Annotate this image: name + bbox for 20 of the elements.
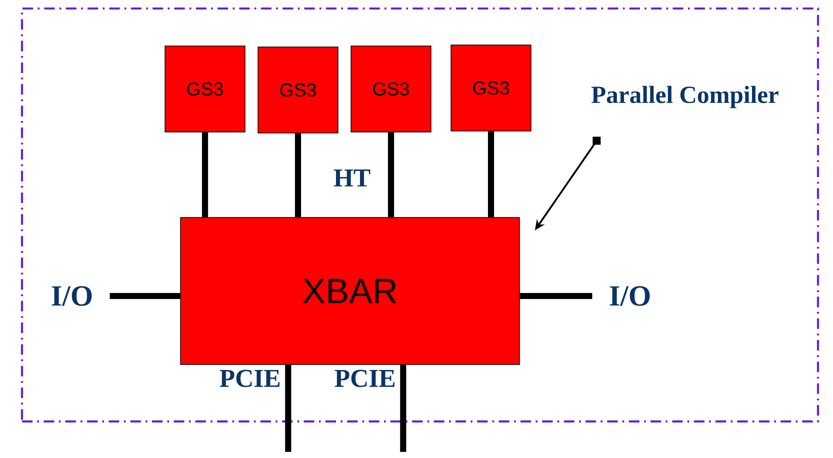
port-label: I/O	[610, 286, 650, 306]
processor-box: GS3	[450, 44, 532, 132]
processor-box: GS3	[258, 46, 338, 134]
connector-line	[388, 132, 394, 218]
edge-label: PCIE	[334, 370, 395, 388]
connector-line	[520, 292, 592, 300]
connector-line	[488, 131, 494, 218]
compiler-label: Parallel Compiler	[591, 86, 778, 108]
processor-box: GS3	[350, 46, 432, 132]
connector-line	[294, 133, 302, 218]
bus-line	[285, 364, 292, 452]
port-label: I/O	[52, 286, 92, 306]
bus-line	[400, 364, 406, 452]
dashed-frame	[20, 7, 820, 423]
processor-box: GS3	[164, 46, 246, 132]
connector-line	[202, 132, 208, 218]
crossbar-box: XBAR	[180, 217, 520, 365]
edge-label: PCIE	[220, 370, 280, 388]
bus-label: HT	[334, 170, 370, 186]
connector-line	[110, 292, 180, 300]
